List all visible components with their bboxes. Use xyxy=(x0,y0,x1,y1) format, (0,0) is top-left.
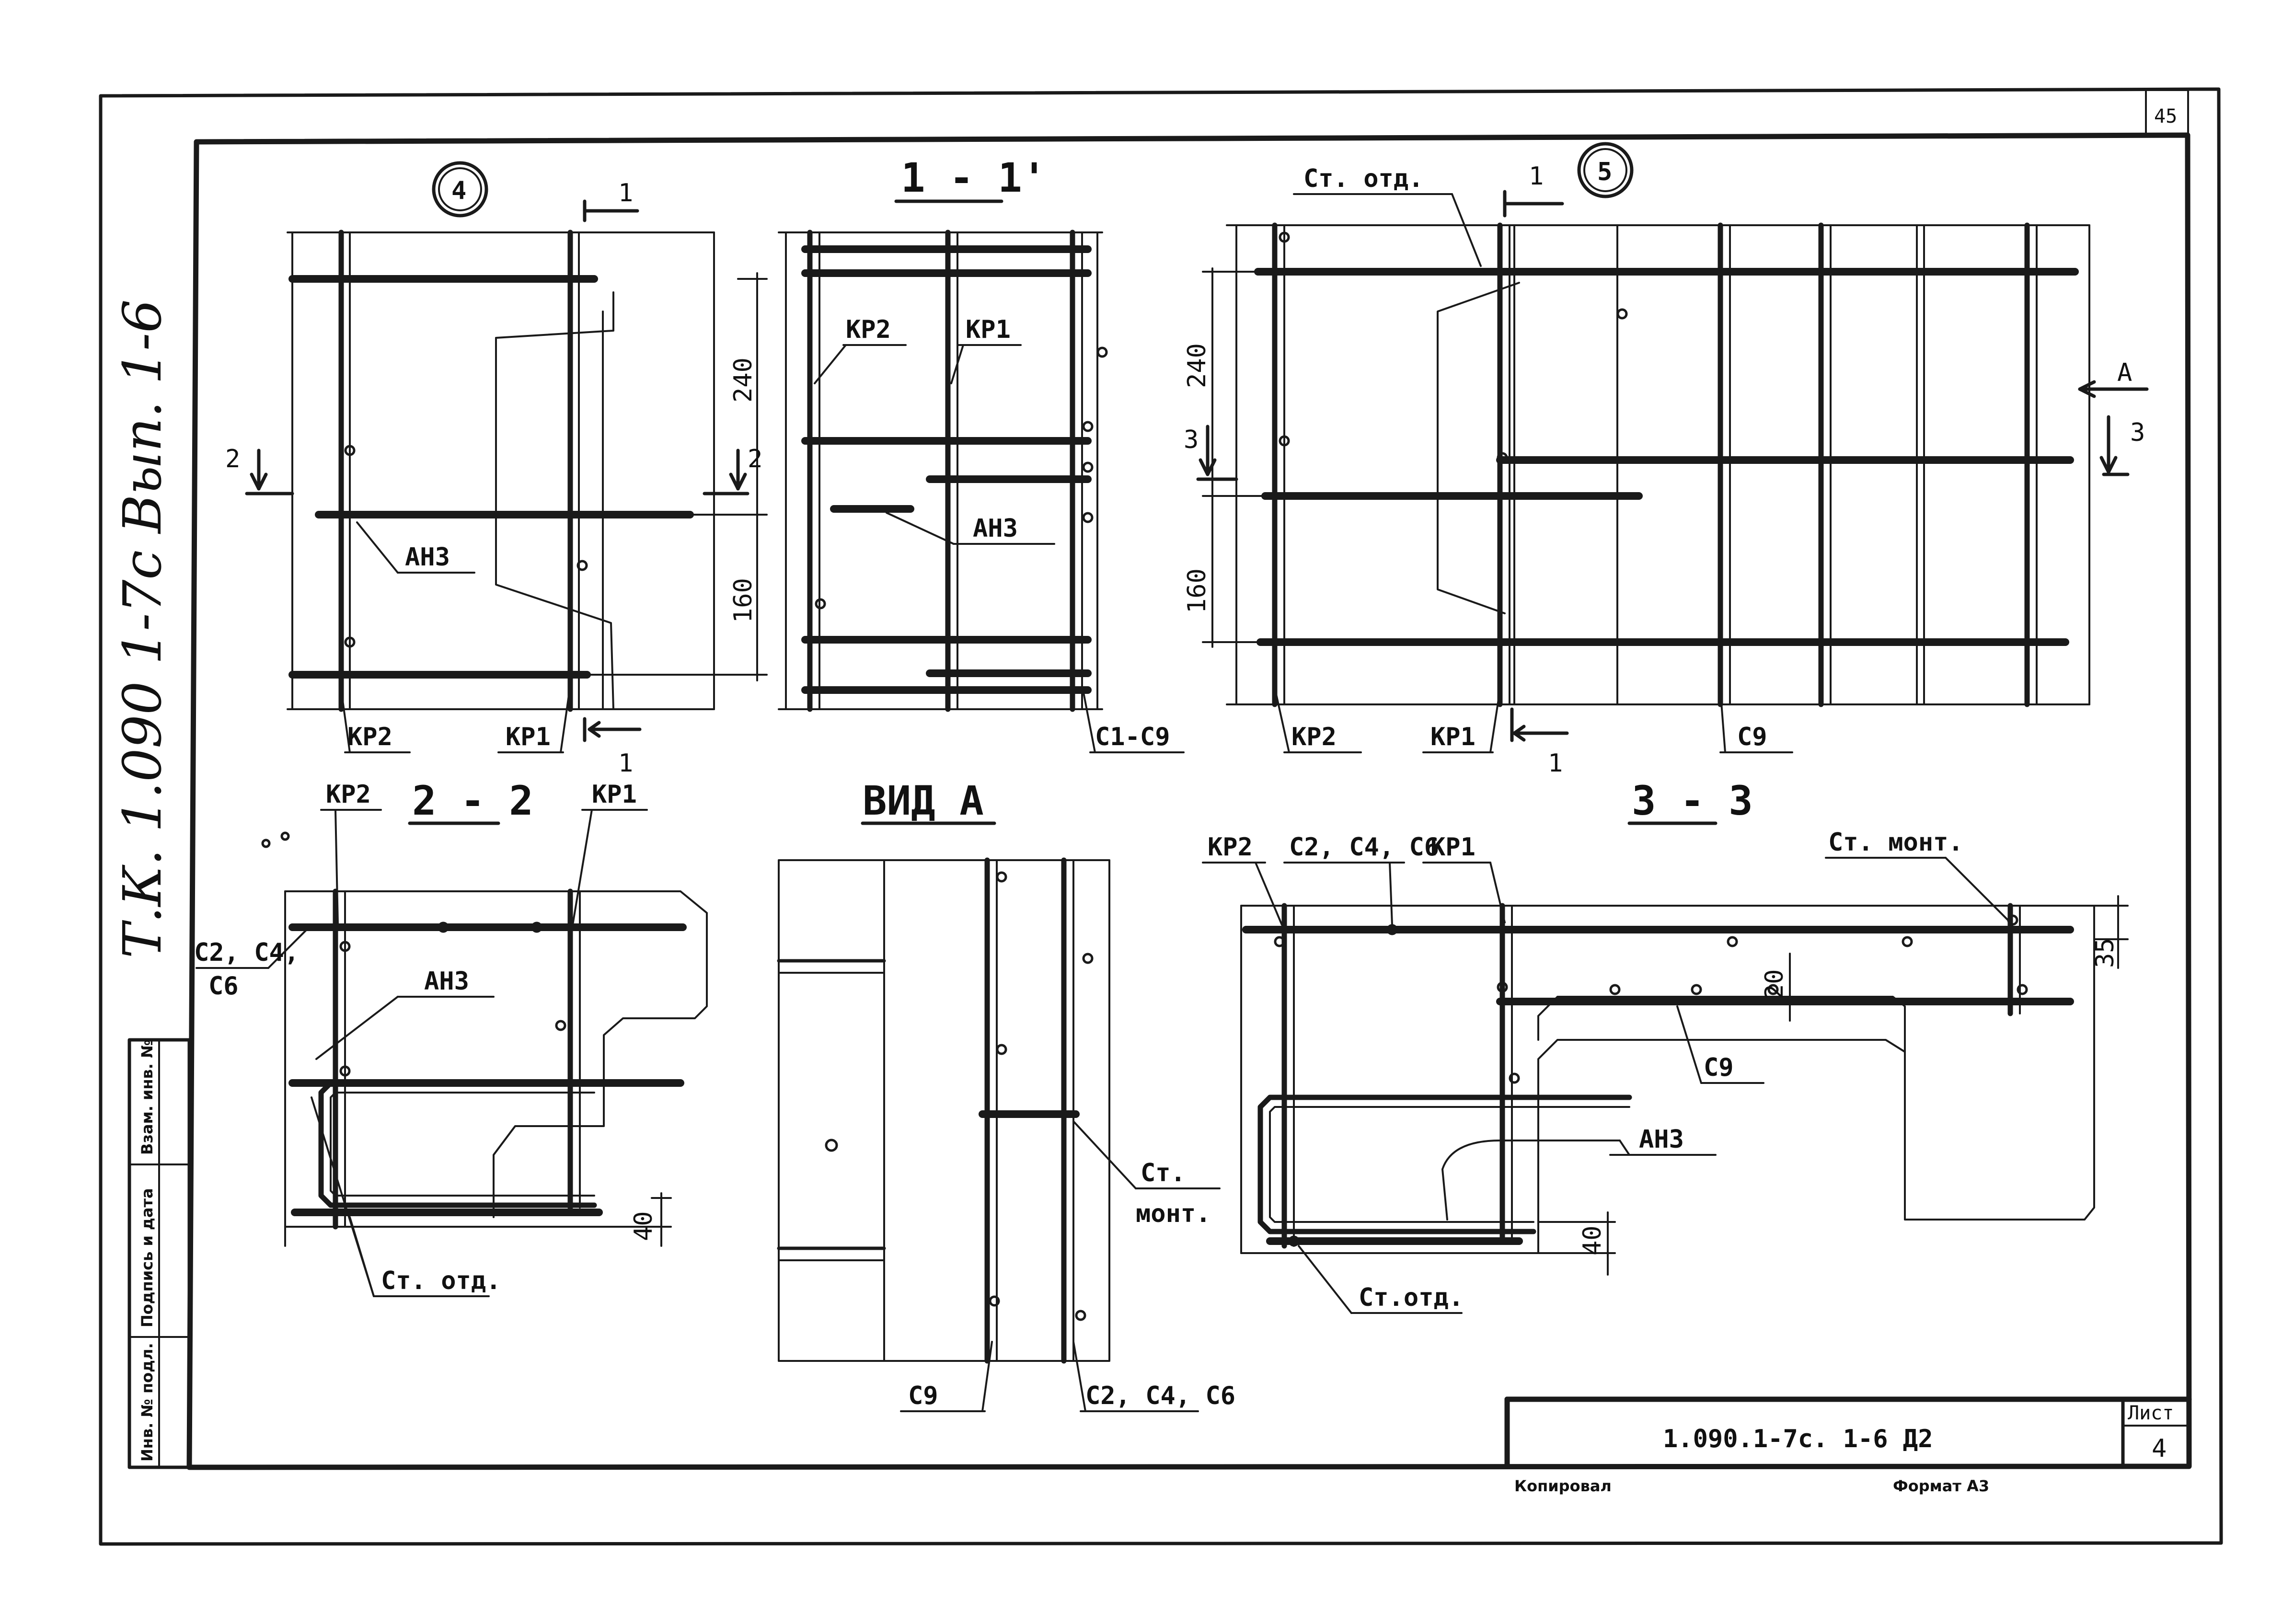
node-4-cut-mark-top: 1 xyxy=(618,179,633,207)
view-node-4: 4 1 240 160 2 xyxy=(225,161,768,778)
node-4-label-kr1: КР1 xyxy=(506,723,551,751)
view-a-label-st: Ст. xyxy=(1141,1159,1186,1187)
section-2-2-label-an3: АН3 xyxy=(424,967,469,996)
section-1-1-label-kr2: КР2 xyxy=(846,315,891,344)
node-4-dim-240: 240 xyxy=(729,357,758,403)
node-5-section-mark-left: 3 xyxy=(1184,426,1199,454)
node-5-section-mark-right: 3 xyxy=(2130,418,2145,447)
section-3-3-label-st-otd: Ст.отд. xyxy=(1359,1283,1464,1312)
section-3-3-label-kr1: КР1 xyxy=(1430,833,1476,862)
section-3-3-dim-40: 40 xyxy=(1578,1225,1607,1255)
node-5-label-kr2: КР2 xyxy=(1291,723,1337,751)
node-4-label-an3: АН3 xyxy=(405,543,450,572)
view-a-label-c2c4c6: С2, С4, С6 xyxy=(1085,1382,1235,1410)
node-4-number: 4 xyxy=(451,176,466,205)
title-block-sheet-label: Лист xyxy=(2128,1402,2174,1424)
view-section-2-2: 2 - 2 40 КР2 КР1 xyxy=(194,777,708,1297)
section-3-3-label-an3: АН3 xyxy=(1639,1125,1684,1154)
node-4-label-kr2: КР2 xyxy=(347,723,392,751)
side-label: Т.К. 1.090 1-7с Вып. 1-6 xyxy=(112,299,173,958)
node-5-label-c9: С9 xyxy=(1737,723,1767,751)
title-block-sheet-value: 4 xyxy=(2152,1434,2167,1463)
view-section-1-1: 1 - 1' КР2 КР1 xyxy=(778,154,1185,753)
node-5-dim-160: 160 xyxy=(1183,568,1211,613)
section-2-2-title: 2 - 2 xyxy=(412,777,533,824)
node-5-number: 5 xyxy=(1597,158,1612,186)
node-5-dim-240: 240 xyxy=(1183,343,1211,388)
title-block-code: 1.090.1-7с. 1-6 Д2 xyxy=(1663,1425,1933,1453)
section-3-3-title: 3 - 3 xyxy=(1632,777,1753,824)
section-3-3-label-st-mont: Ст. монт. xyxy=(1828,828,1963,857)
title-block-format: Формат А3 xyxy=(1893,1477,1989,1495)
section-3-3-dim-20: 20 xyxy=(1760,969,1789,999)
title-block: 1.090.1-7с. 1-6 Д2 Лист 4 Копировал Форм… xyxy=(1504,1396,2192,1495)
stamp-cell-sign: Подпись и дата xyxy=(138,1188,156,1327)
stamp-cell-replace: Взам. инв. № xyxy=(138,1039,156,1155)
section-3-3-label-c2c4c6: С2, С4, С6 xyxy=(1289,833,1439,862)
section-2-2-label-kr1: КР1 xyxy=(592,780,637,809)
section-2-2-dim-40: 40 xyxy=(629,1211,658,1241)
node-4-dim-160: 160 xyxy=(729,578,758,623)
view-section-3-3: 3 - 3 35 20 xyxy=(1202,777,2129,1314)
view-a-label-mont: монт. xyxy=(1136,1199,1211,1228)
sheet-number-top: 45 xyxy=(2154,105,2177,127)
stamp-column: Инв. № подл. Подпись и дата Взам. инв. № xyxy=(127,1038,191,1469)
view-node-5: 5 1 xyxy=(1183,142,2149,778)
section-2-2-label-st-otd: Ст. отд. xyxy=(381,1267,501,1295)
section-1-1-title: 1 - 1' xyxy=(901,154,1046,201)
node-5-label-kr1: КР1 xyxy=(1430,723,1476,751)
section-3-3-label-c9: С9 xyxy=(1704,1053,1734,1082)
section-2-2-label-c2c4: С2, С4, xyxy=(194,938,299,967)
node-5-cut-mark-bottom: 1 xyxy=(1548,749,1563,778)
section-1-1-label-c1c9: С1-С9 xyxy=(1095,723,1170,751)
stamp-cell-inv: Инв. № подл. xyxy=(138,1343,156,1462)
node-4-section-mark-left: 2 xyxy=(225,445,240,473)
node-4-cut-mark-bottom: 1 xyxy=(618,749,633,778)
node-4-section-mark-right: 2 xyxy=(748,445,762,473)
section-2-2-label-c6: С6 xyxy=(208,972,239,1001)
view-a-label-c9: С9 xyxy=(908,1382,938,1410)
section-1-1-label-an3: АН3 xyxy=(973,514,1018,543)
title-block-copied: Копировал xyxy=(1514,1477,1612,1495)
view-a-title: ВИД А xyxy=(863,777,984,824)
section-2-2-label-kr2: КР2 xyxy=(326,780,371,809)
section-3-3-dim-35: 35 xyxy=(2091,938,2120,968)
node-5-view-mark-a: А xyxy=(2117,358,2132,387)
node-5-label-st-otd: Ст. отд. xyxy=(1303,164,1423,193)
sheet-frame: 45 xyxy=(99,87,2223,1546)
view-a: ВИД А Ст. монт. С9 С2, С4, С6 xyxy=(777,777,1235,1412)
node-5-cut-mark-top: 1 xyxy=(1529,162,1544,191)
section-1-1-label-kr1: КР1 xyxy=(966,315,1011,344)
section-3-3-label-kr2: КР2 xyxy=(1208,833,1253,862)
